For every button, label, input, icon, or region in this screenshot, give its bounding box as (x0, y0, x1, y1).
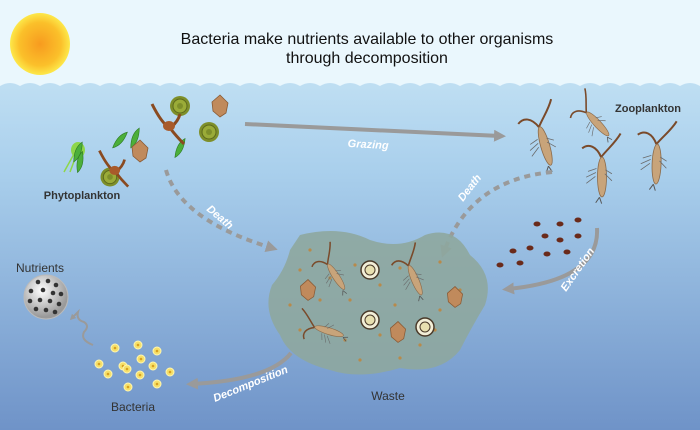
sun-icon (10, 13, 70, 75)
label-zooplankton: Zooplankton (615, 103, 681, 115)
sky (0, 0, 700, 86)
nutrients-icon (23, 274, 69, 320)
fecal-pellets (496, 217, 582, 268)
nutrient-release-arrow (69, 308, 94, 346)
label-nutrients: Nutrients (16, 261, 64, 275)
phytoplankton-group (63, 94, 229, 188)
title-line-2: through decomposition (286, 50, 448, 67)
label-grazing: Grazing (347, 138, 389, 152)
diatom-disc-icon (169, 95, 191, 117)
waste-blob (268, 231, 488, 375)
dead-diatom-icon (415, 317, 435, 337)
label-waste: Waste (371, 389, 405, 403)
label-phytoplankton: Phytoplankton (44, 190, 121, 202)
diatom-disc-icon (198, 121, 220, 143)
title-line-1: Bacteria make nutrients available to oth… (181, 31, 554, 48)
decomposition-arrow (186, 351, 293, 390)
death-arrow-phytoplankton (164, 169, 278, 252)
grazing-arrow (244, 122, 506, 142)
dead-diatom-icon (360, 260, 380, 280)
dead-diatom-icon (360, 310, 380, 330)
excretion-arrow (502, 227, 600, 295)
label-bacteria: Bacteria (111, 400, 155, 414)
